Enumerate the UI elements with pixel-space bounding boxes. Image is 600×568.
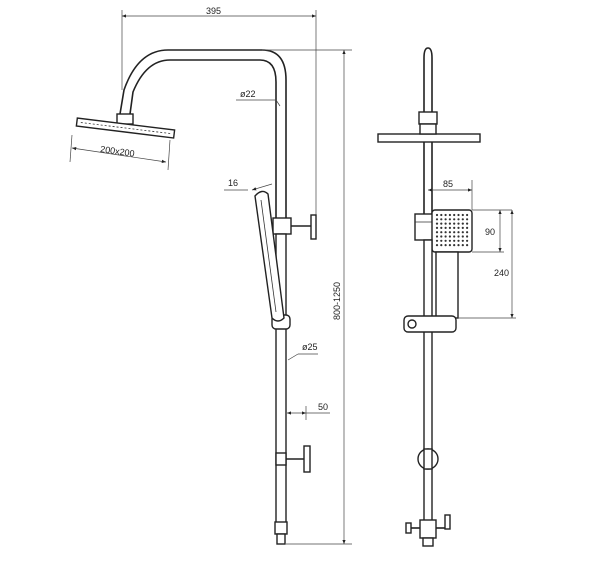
front-top-pipe [423,47,433,112]
nozzle [448,218,451,221]
nozzle [448,244,451,247]
nozzle [453,244,456,247]
front-hand-shower-head [431,209,473,253]
nozzle [435,231,439,234]
side-view: 200x200 395 ø22 16 ø25 50 [69,6,352,545]
nozzle [444,226,447,229]
nozzle [453,213,456,217]
nozzle [461,235,464,238]
nozzle [435,218,439,221]
arm-length-label: 395 [206,6,221,16]
nozzle [448,226,451,229]
rail-diameter-label: ø25 [302,342,318,352]
bottom-fitting [274,521,288,535]
nozzle [440,213,443,217]
head-connector [116,113,134,125]
nozzle [453,235,456,238]
total-height-label: 800-1250 [332,282,342,320]
nozzle [461,244,464,247]
nozzle [461,226,464,229]
nozzle [466,231,469,234]
hand-shower-length-label: 240 [494,268,509,278]
front-rain-head [377,133,481,143]
nozzle [461,222,464,225]
nozzle [448,231,451,234]
nozzle [440,239,443,242]
nozzle [444,213,447,217]
front-slider-clamp [403,315,457,333]
nozzle [461,231,464,234]
nozzle [440,226,443,229]
nozzle [448,235,451,238]
nozzle [457,244,460,247]
wall-bracket [275,452,287,466]
nozzle [435,222,439,225]
nozzle [448,239,451,242]
nozzle [457,226,460,229]
nozzle [444,244,447,247]
front-view: 85 90 240 [377,47,516,547]
nozzle [461,239,464,242]
nozzle [440,218,443,221]
rain-shower-head [75,117,176,139]
hand-shower-head-label: 90 [485,227,495,237]
nozzle [466,213,469,217]
nozzle [440,222,443,225]
nozzle [444,235,447,238]
nozzle [440,244,443,247]
nozzle [435,235,439,238]
nozzle [457,231,460,234]
nozzle [448,213,451,217]
hand-shower [254,190,285,322]
nozzle [444,231,447,234]
arm-diameter-label: ø22 [240,89,256,99]
nozzle [435,226,439,229]
nozzle [466,244,469,247]
nozzle-grid [435,213,469,247]
nozzle [453,226,456,229]
nozzle [444,239,447,242]
nozzle [466,218,469,221]
nozzle [435,244,439,247]
nozzle [440,235,443,238]
handle-width-label: 16 [228,178,238,188]
nozzle [444,218,447,221]
head-size-label: 200x200 [100,144,136,159]
nozzle [453,218,456,221]
bracket-offset-label: 50 [318,402,328,412]
nozzle [461,213,464,217]
nozzle [453,222,456,225]
front-hand-shower-handle [435,251,459,319]
nozzle [453,239,456,242]
nozzle [457,239,460,242]
nozzle [435,213,439,217]
nozzle [457,213,460,217]
nozzle [444,222,447,225]
nozzle [453,231,456,234]
nozzle [466,222,469,225]
nozzle [435,239,439,242]
diverter-valve [272,217,292,235]
front-bottom-valve [419,519,437,539]
front-slide-rail [423,239,433,523]
nozzle [448,222,451,225]
nozzle [457,235,460,238]
nozzle [461,218,464,221]
hand-shower-width-label: 85 [443,179,453,189]
nozzle [466,226,469,229]
nozzle [440,231,443,234]
nozzle [457,222,460,225]
nozzle [466,235,469,238]
overhead-arm [119,49,287,222]
nozzle [457,218,460,221]
nozzle [466,239,469,242]
